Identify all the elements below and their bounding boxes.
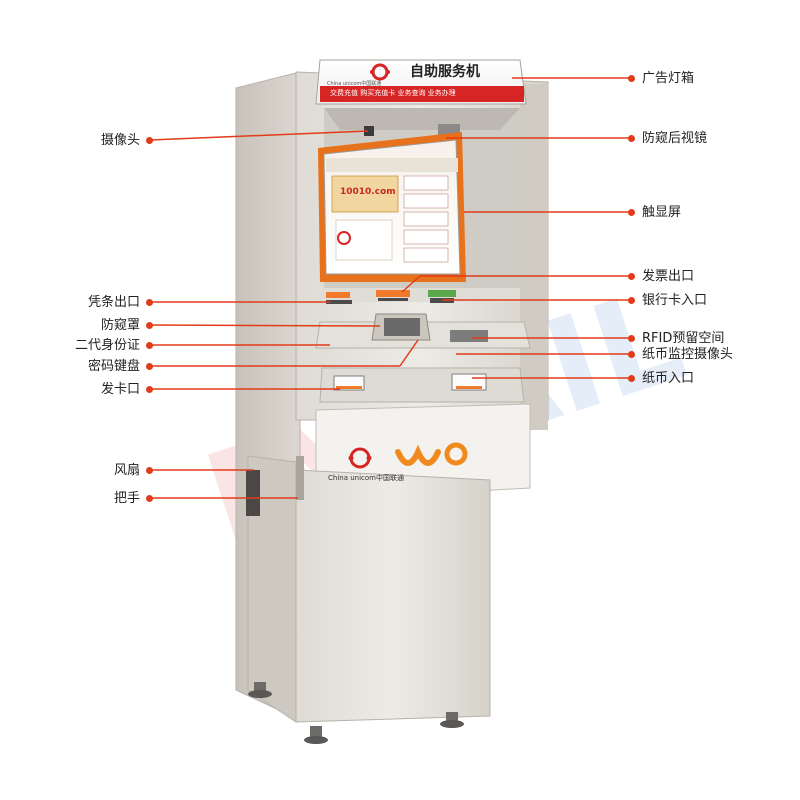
callout-camera: 摄像头: [100, 133, 140, 148]
sign-brand: China unicom中国联通: [327, 81, 382, 87]
callout-card-issuer: 发卡口: [100, 382, 140, 397]
callout-dot-fan: [146, 467, 153, 474]
callout-dot-touchscreen: [628, 209, 635, 216]
callout-dot-bank-card: [628, 297, 635, 304]
lower-brand-text: China unicom中国联通: [328, 474, 404, 482]
callout-touchscreen: 触显屏: [642, 205, 682, 220]
callout-rear-mirror: 防窥后视镜: [642, 131, 708, 146]
advertising-lightbox: [315, 59, 527, 105]
callout-lightbox: 广告灯箱: [642, 71, 695, 86]
callout-bill-entry: 纸币入口: [642, 371, 695, 386]
callout-dot-camera: [146, 137, 153, 144]
callout-pin-pad: 密码键盘: [87, 359, 140, 374]
callout-id-card: 二代身份证: [74, 338, 140, 353]
screen-hotline: 10010.com: [340, 187, 396, 197]
slot-row: [320, 288, 520, 304]
kiosk-feet: [248, 682, 464, 744]
callout-dot-bill-camera: [628, 351, 635, 358]
camera-lens-shape: [364, 126, 374, 136]
callout-bank-card: 银行卡入口: [642, 293, 708, 308]
lower-slots: [319, 367, 525, 403]
callout-dot-receipt: [146, 299, 153, 306]
callout-rfid: RFID预留空间: [642, 331, 725, 346]
callout-dot-id-card: [146, 342, 153, 349]
callout-receipt: 凭条出口: [87, 295, 140, 310]
cabinet-pedestal: [246, 455, 491, 723]
callout-dot-privacy-cover: [146, 322, 153, 329]
sign-title: 自助服务机: [410, 64, 480, 80]
handle-shape: [296, 456, 304, 500]
unicom-logo-icon: [348, 447, 372, 469]
callout-dot-lightbox: [628, 75, 635, 82]
fan-shape: [246, 470, 260, 516]
callout-dot-bill-entry: [628, 375, 635, 382]
callout-invoice: 发票出口: [642, 269, 695, 284]
callout-dot-handle: [146, 495, 153, 502]
callout-handle: 把手: [113, 491, 140, 506]
callout-privacy-cover: 防窥罩: [100, 318, 140, 333]
callout-bill-camera: 纸币监控摄像头: [642, 347, 734, 362]
callout-dot-rear-mirror: [628, 135, 635, 142]
leader-lines: [149, 77, 632, 499]
wo-logo-icon: [395, 442, 468, 466]
touchscreen-frame: [318, 132, 466, 282]
callout-dot-rfid: [628, 335, 635, 342]
callout-fan: 风扇: [113, 463, 140, 478]
callout-dot-invoice: [628, 273, 635, 280]
keypad-shelf: [315, 313, 531, 349]
rfid-bill-area-shape: [450, 330, 488, 342]
callout-dot-card-issuer: [146, 386, 153, 393]
callout-dot-pin-pad: [146, 363, 153, 370]
unicom-knot-icon: [370, 63, 390, 81]
sign-subtitle: 交费充值 购买充值卡 业务查询 业务办理: [330, 89, 456, 97]
